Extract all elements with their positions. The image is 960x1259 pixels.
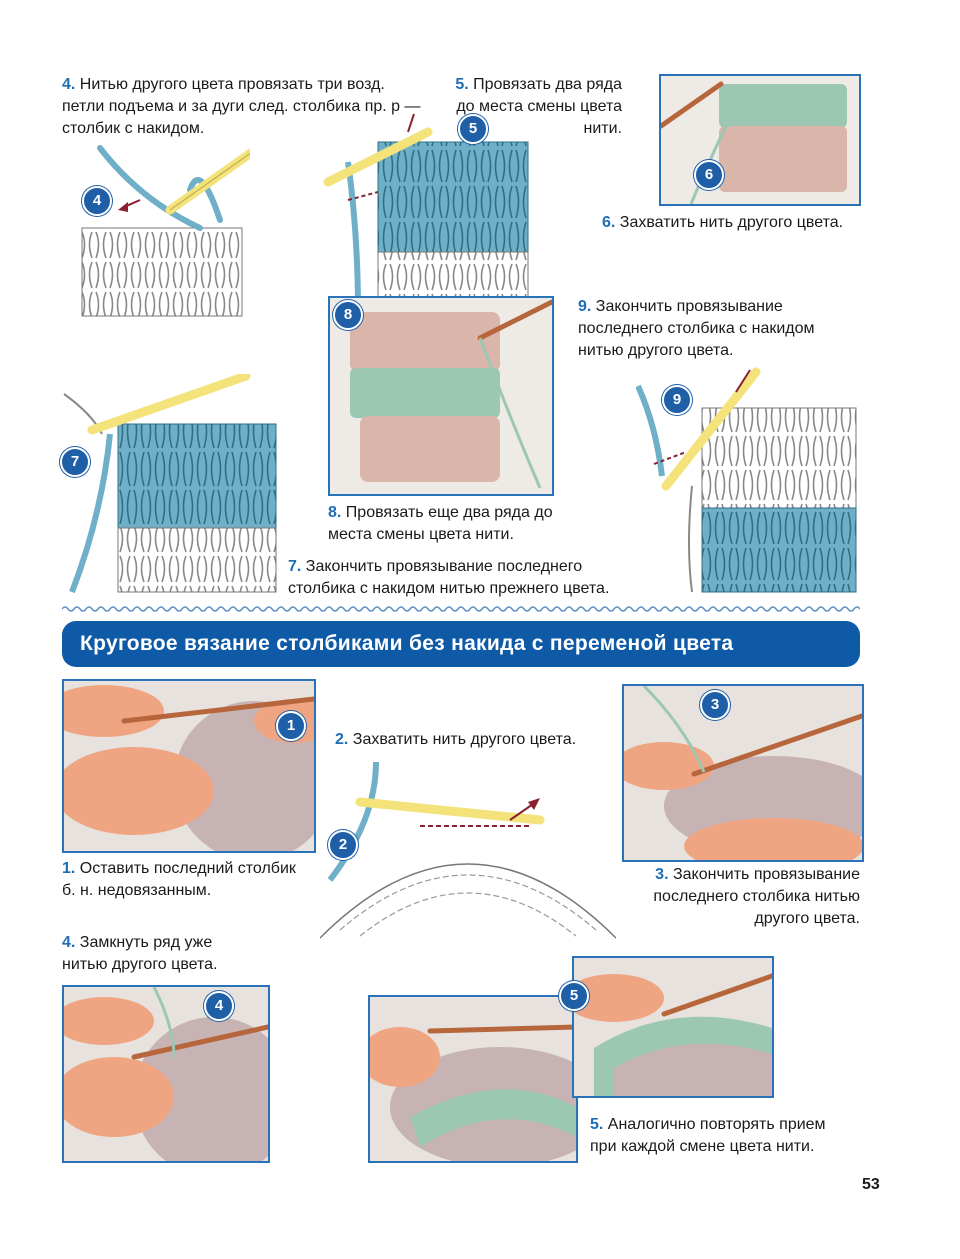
photo-illustration <box>64 987 268 1161</box>
illustration-step-4 <box>80 140 250 318</box>
step-text: Провязать еще два ряда до места смены цв… <box>328 504 553 543</box>
step-text: Закончить провязывание последнего столби… <box>653 866 860 927</box>
section-title: Круговое вязание столбиками без накида с… <box>62 621 860 667</box>
step-badge: 2 <box>328 830 358 860</box>
step-number: 4. <box>62 76 76 93</box>
page-number: 53 <box>862 1176 880 1193</box>
photo-illustration <box>574 958 772 1096</box>
step-text: Нитью другого цвета провязать три возд. … <box>62 76 421 137</box>
step-badge: 9 <box>662 385 692 415</box>
photo-illustration <box>661 76 859 204</box>
caption-step-5: 5. Провязать два ряда до места смены цве… <box>444 74 622 140</box>
step-badge: 4 <box>204 991 234 1021</box>
photo-step-8 <box>328 296 554 496</box>
step-number: 2. <box>335 731 349 748</box>
step-text: Замкнуть ряд уже нитью другого цвета. <box>62 934 218 973</box>
crochet-diagram <box>320 761 616 939</box>
photo-bottom-step-4 <box>62 985 270 1163</box>
step-text: Закончить провязывание последнего столби… <box>288 558 610 597</box>
step-badge: 6 <box>694 160 724 190</box>
step-badge: 5 <box>458 114 488 144</box>
caption-bottom-step-4: 4. Замкнуть ряд уже нитью другого цвета. <box>62 932 262 976</box>
illustration-bottom-step-2 <box>320 760 616 942</box>
caption-step-7: 7. Закончить провязывание последнего сто… <box>288 556 628 600</box>
step-number: 1. <box>62 860 76 877</box>
step-badge: 1 <box>276 711 306 741</box>
caption-step-6: 6. Захватить нить другого цвета. <box>602 212 862 234</box>
step-number: 7. <box>288 558 302 575</box>
caption-bottom-step-3: 3. Закончить провязывание последнего сто… <box>626 864 860 930</box>
photo-bottom-step-5b <box>572 956 774 1098</box>
photo-illustration <box>624 686 862 860</box>
caption-step-9: 9. Закончить провязывание последнего сто… <box>578 296 840 362</box>
step-badge: 3 <box>700 690 730 720</box>
step-text: Оставить последний столбик б. н. недовяз… <box>62 860 296 899</box>
caption-step-8: 8. Провязать еще два ряда до места смены… <box>328 502 568 546</box>
crochet-diagram <box>636 367 857 593</box>
section-divider <box>62 606 860 612</box>
photo-illustration <box>330 298 552 494</box>
caption-bottom-step-1: 1. Оставить последний столбик б. н. недо… <box>62 858 312 902</box>
illustration-step-5 <box>318 112 530 316</box>
caption-step-4: 4. Нитью другого цвета провязать три воз… <box>62 74 422 140</box>
caption-bottom-step-2: 2. Захватить нить другого цвета. <box>335 729 615 751</box>
illustration-step-7 <box>62 374 278 594</box>
step-number: 9. <box>578 298 592 315</box>
photo-step-6 <box>659 74 861 206</box>
photo-bottom-step-3 <box>622 684 864 862</box>
photo-illustration <box>64 681 314 851</box>
crochet-diagram <box>63 374 277 594</box>
illustration-step-9 <box>636 366 858 594</box>
photo-bottom-step-1 <box>62 679 316 853</box>
step-number: 5. <box>455 76 469 93</box>
step-badge: 4 <box>82 186 112 216</box>
step-text: Захватить нить другого цвета. <box>619 214 844 231</box>
photo-bottom-step-5a <box>368 995 578 1163</box>
step-number: 6. <box>602 214 616 231</box>
step-text: Провязать два ряда до места смены цвета … <box>456 76 622 137</box>
step-text: Захватить нить другого цвета. <box>352 731 577 748</box>
step-text: Закончить провязывание последнего столби… <box>578 298 815 359</box>
photo-illustration <box>370 997 576 1161</box>
step-number: 4. <box>62 934 76 951</box>
crochet-diagram <box>323 113 529 315</box>
step-text: Аналогично повторять прием при каждой см… <box>590 1116 826 1155</box>
crochet-diagram <box>81 145 250 317</box>
step-badge: 5 <box>559 981 589 1011</box>
step-badge: 8 <box>333 300 363 330</box>
step-number: 3. <box>655 866 669 883</box>
caption-bottom-step-5: 5. Аналогично повторять прием при каждой… <box>590 1114 850 1158</box>
step-number: 5. <box>590 1116 604 1133</box>
step-number: 8. <box>328 504 342 521</box>
step-badge: 7 <box>60 447 90 477</box>
